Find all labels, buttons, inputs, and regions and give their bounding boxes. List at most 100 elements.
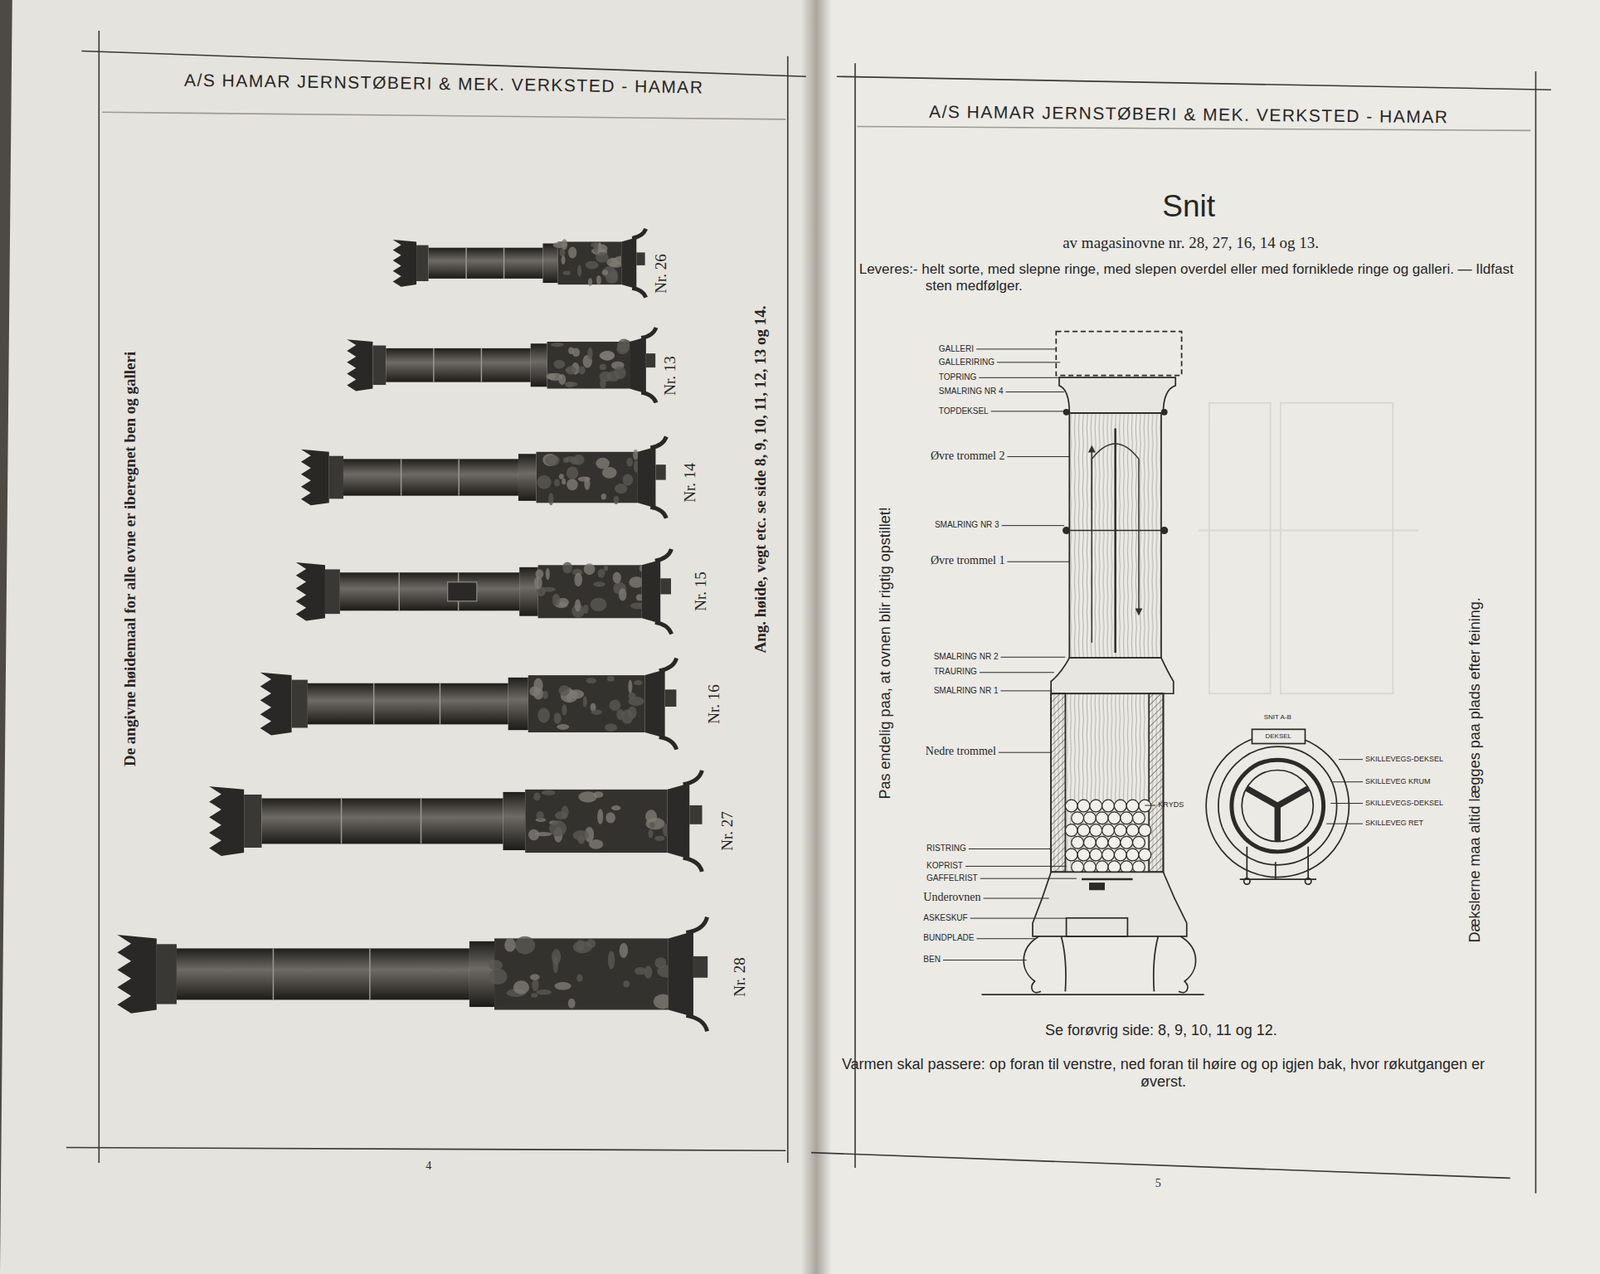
stove-ornament <box>588 839 604 850</box>
stove-ornament <box>565 368 572 373</box>
stove-collar <box>503 792 526 851</box>
leader-line <box>1000 690 1052 691</box>
stove-ornament <box>568 998 576 1009</box>
stove-ornament <box>545 568 550 580</box>
stove-number: Nr. 16 <box>705 684 724 725</box>
page-number: 5 <box>1155 1176 1162 1191</box>
stove-ornament <box>601 493 607 501</box>
stove-ornament <box>613 366 627 380</box>
stove-ornament <box>561 704 567 716</box>
stove-base <box>528 675 646 733</box>
part-label: BEN <box>923 954 941 965</box>
coal-piece <box>1065 824 1078 837</box>
coal-piece <box>1071 836 1085 849</box>
stove-ornament <box>572 347 580 357</box>
coal-piece <box>1084 812 1097 825</box>
stove-ornament <box>565 365 576 375</box>
stove-ornament <box>598 568 606 579</box>
stove-leg <box>641 392 657 403</box>
stove-ornament <box>554 982 572 991</box>
stove-ring <box>457 458 459 496</box>
stove-ornament <box>553 359 565 370</box>
stove-ornament <box>554 712 562 724</box>
note-text: Dækslerne maa altid lægges paa plads eft… <box>1465 597 1484 943</box>
coal-piece <box>1089 824 1103 837</box>
leader-line <box>970 918 1067 920</box>
coal-piece <box>1102 799 1115 813</box>
part-label: TOPRING <box>938 372 977 383</box>
stove-ornament <box>561 478 566 486</box>
stove-photo <box>346 327 657 404</box>
stove-ornament <box>550 342 565 347</box>
stove-ornament <box>632 449 638 461</box>
stove-number: Nr. 26 <box>651 253 671 294</box>
stove-ring <box>340 798 342 845</box>
stove-ornament <box>595 252 609 263</box>
part-label: SMALRING NR 1 <box>933 685 999 696</box>
coal-piece <box>1084 860 1097 874</box>
note-text: De angivne høidemaal for alle ovne er ib… <box>121 351 141 767</box>
part-label: SMALRING NR 2 <box>933 651 999 662</box>
stove-ornament <box>533 792 540 802</box>
stove-door <box>693 956 708 978</box>
stove-drum <box>428 248 544 279</box>
stove-ornament <box>605 812 616 823</box>
stove-foot <box>641 559 661 624</box>
stove-crown <box>209 786 244 856</box>
stove-ornament <box>591 709 603 715</box>
coal-piece <box>1108 860 1121 874</box>
stove-door <box>665 689 677 707</box>
stove-leg <box>632 287 647 297</box>
stove-ornament <box>537 707 550 723</box>
stove-ornament <box>556 724 569 730</box>
stove-ring <box>398 572 400 611</box>
stove-foot <box>629 336 647 394</box>
stove-drum <box>385 348 531 383</box>
coal-piece <box>1113 799 1127 813</box>
stove-collar <box>530 343 548 387</box>
stove-crown <box>301 449 330 506</box>
stove-emblem <box>447 582 477 602</box>
stove-ornament <box>578 836 585 845</box>
stove-base <box>547 341 631 390</box>
stove-leg <box>683 857 703 872</box>
stove-neck <box>329 456 344 500</box>
stove-ornament <box>541 790 555 796</box>
stove-number: Nr. 28 <box>730 957 749 997</box>
coal-piece <box>1126 824 1139 837</box>
leader-line <box>983 898 1050 900</box>
stove-leg <box>655 622 672 634</box>
stove-ornament <box>612 572 622 584</box>
stove-drum <box>262 798 504 845</box>
coal-piece <box>1113 824 1127 837</box>
stove-ornament <box>583 563 596 575</box>
note-text: Se forøvrig side: 8, 9, 10, 11 og 12. <box>1045 1021 1278 1040</box>
leader-line <box>978 377 1061 379</box>
stove-collar <box>542 243 558 284</box>
stove-drum <box>340 572 520 611</box>
leader-line <box>943 959 1027 961</box>
leader-line <box>976 938 1035 939</box>
leader-line <box>1006 561 1070 563</box>
stove-ornament <box>536 811 545 821</box>
leader-line <box>1001 525 1065 526</box>
stove-crown <box>393 239 417 287</box>
stove-ornament <box>587 347 593 360</box>
stove-ornament <box>593 242 599 253</box>
coal-piece <box>1133 812 1146 825</box>
coal-piece <box>1077 848 1090 861</box>
stove-leg <box>685 1015 707 1032</box>
stove-door <box>636 252 645 265</box>
part-label: GALLERI <box>938 344 974 355</box>
leader-line <box>979 671 1055 673</box>
coal-piece <box>1095 812 1109 825</box>
stove-ornament <box>602 269 609 275</box>
part-label: Underovnen <box>923 890 981 905</box>
stove-foot <box>668 931 694 1017</box>
leader-line <box>1144 804 1156 806</box>
page-header: A/S HAMAR JERNSTØBERI & MEK. VERKSTED - … <box>928 101 1450 127</box>
leader-line <box>1332 781 1363 783</box>
stove-leg <box>650 436 667 448</box>
stove-ornament <box>564 381 574 388</box>
